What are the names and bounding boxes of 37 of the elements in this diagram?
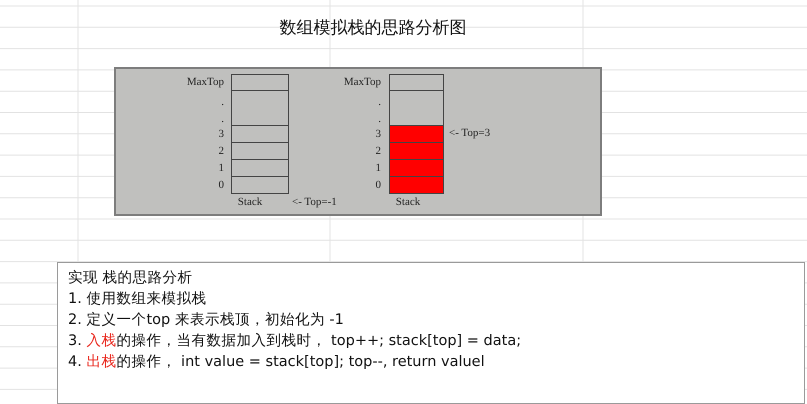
filled-stack-cell: [389, 160, 444, 177]
axis-label: MaxTop: [186, 76, 224, 88]
note-text: 实现 栈的思路分析: [68, 268, 194, 288]
axis-label: 3: [376, 128, 381, 140]
stack-cell: [231, 126, 289, 143]
axis-label: Stack: [238, 196, 262, 208]
stack-cell: [231, 91, 289, 126]
axis-label: <- Top=-1: [292, 196, 337, 208]
axis-label: 0: [376, 179, 381, 191]
axis-label: 2: [218, 145, 224, 157]
filled-stack-cell: [389, 126, 444, 143]
filled-stack-cell: [389, 177, 444, 194]
axis-label: .: [378, 96, 381, 108]
axis-label: Stack: [396, 196, 420, 208]
stack-cell: [231, 143, 289, 160]
axis-label: .: [378, 113, 381, 125]
axis-label: 0: [218, 179, 224, 191]
note-text: 2. 定义一个top 来表示栈顶，初始化为 -1: [68, 310, 345, 330]
stack-cell: [231, 177, 289, 194]
filled-stack-cell: [389, 143, 444, 160]
axis-label: MaxTop: [344, 76, 381, 88]
note-text: 4. 出栈的操作， int value = stack[top]; top--, return valuel: [68, 353, 486, 372]
note-box: [57, 262, 805, 404]
diagram-title: 数组模拟栈的思路分析图: [278, 17, 468, 39]
axis-label: 3: [218, 128, 224, 140]
axis-label: 2: [376, 145, 381, 157]
axis-label: .: [221, 96, 224, 108]
note-text: 3. 入栈的操作，当有数据加入到栈时， top++; stack[top] = data;: [68, 332, 522, 351]
stack-cell: [231, 160, 289, 177]
axis-label: <- Top=3: [449, 127, 490, 139]
axis-label: 1: [376, 162, 381, 174]
note-text: 1. 使用数组来模拟栈: [68, 290, 208, 309]
axis-label: .: [221, 113, 224, 125]
stack-cell: [389, 74, 444, 91]
axis-label: 1: [218, 162, 224, 174]
stack-cell: [231, 74, 289, 91]
diagram-panel: [114, 67, 602, 216]
